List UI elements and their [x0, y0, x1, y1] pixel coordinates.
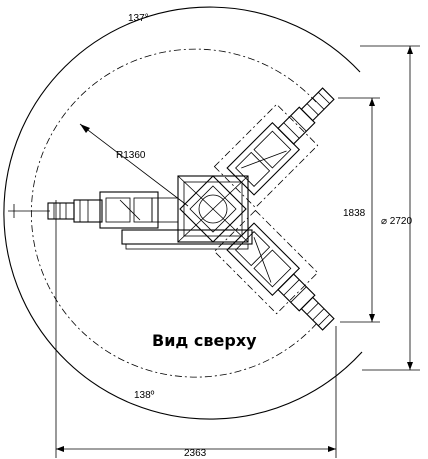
outer-reach-arc	[3, 6, 363, 420]
view-title: Вид сверху	[152, 331, 257, 350]
arm-upper-right	[213, 87, 335, 209]
arm-lower-right	[213, 209, 335, 331]
arm-left	[47, 191, 179, 229]
width-dimension-line	[56, 446, 336, 452]
height-label: 1838	[343, 208, 366, 219]
left-end-ticks	[8, 204, 50, 218]
angle-bottom-label: 138º	[134, 390, 155, 401]
radius-leader	[79, 123, 189, 207]
angle-top-label: 137°	[128, 13, 149, 24]
diameter-label: ⌀ 2720	[381, 216, 412, 227]
robot-base	[121, 175, 253, 250]
diameter-dimension-line	[360, 45, 420, 371]
radius-label: R1360	[116, 150, 146, 161]
height-dimension-line	[338, 97, 380, 323]
width-label: 2363	[184, 448, 207, 459]
inner-reach-arc	[30, 48, 319, 378]
